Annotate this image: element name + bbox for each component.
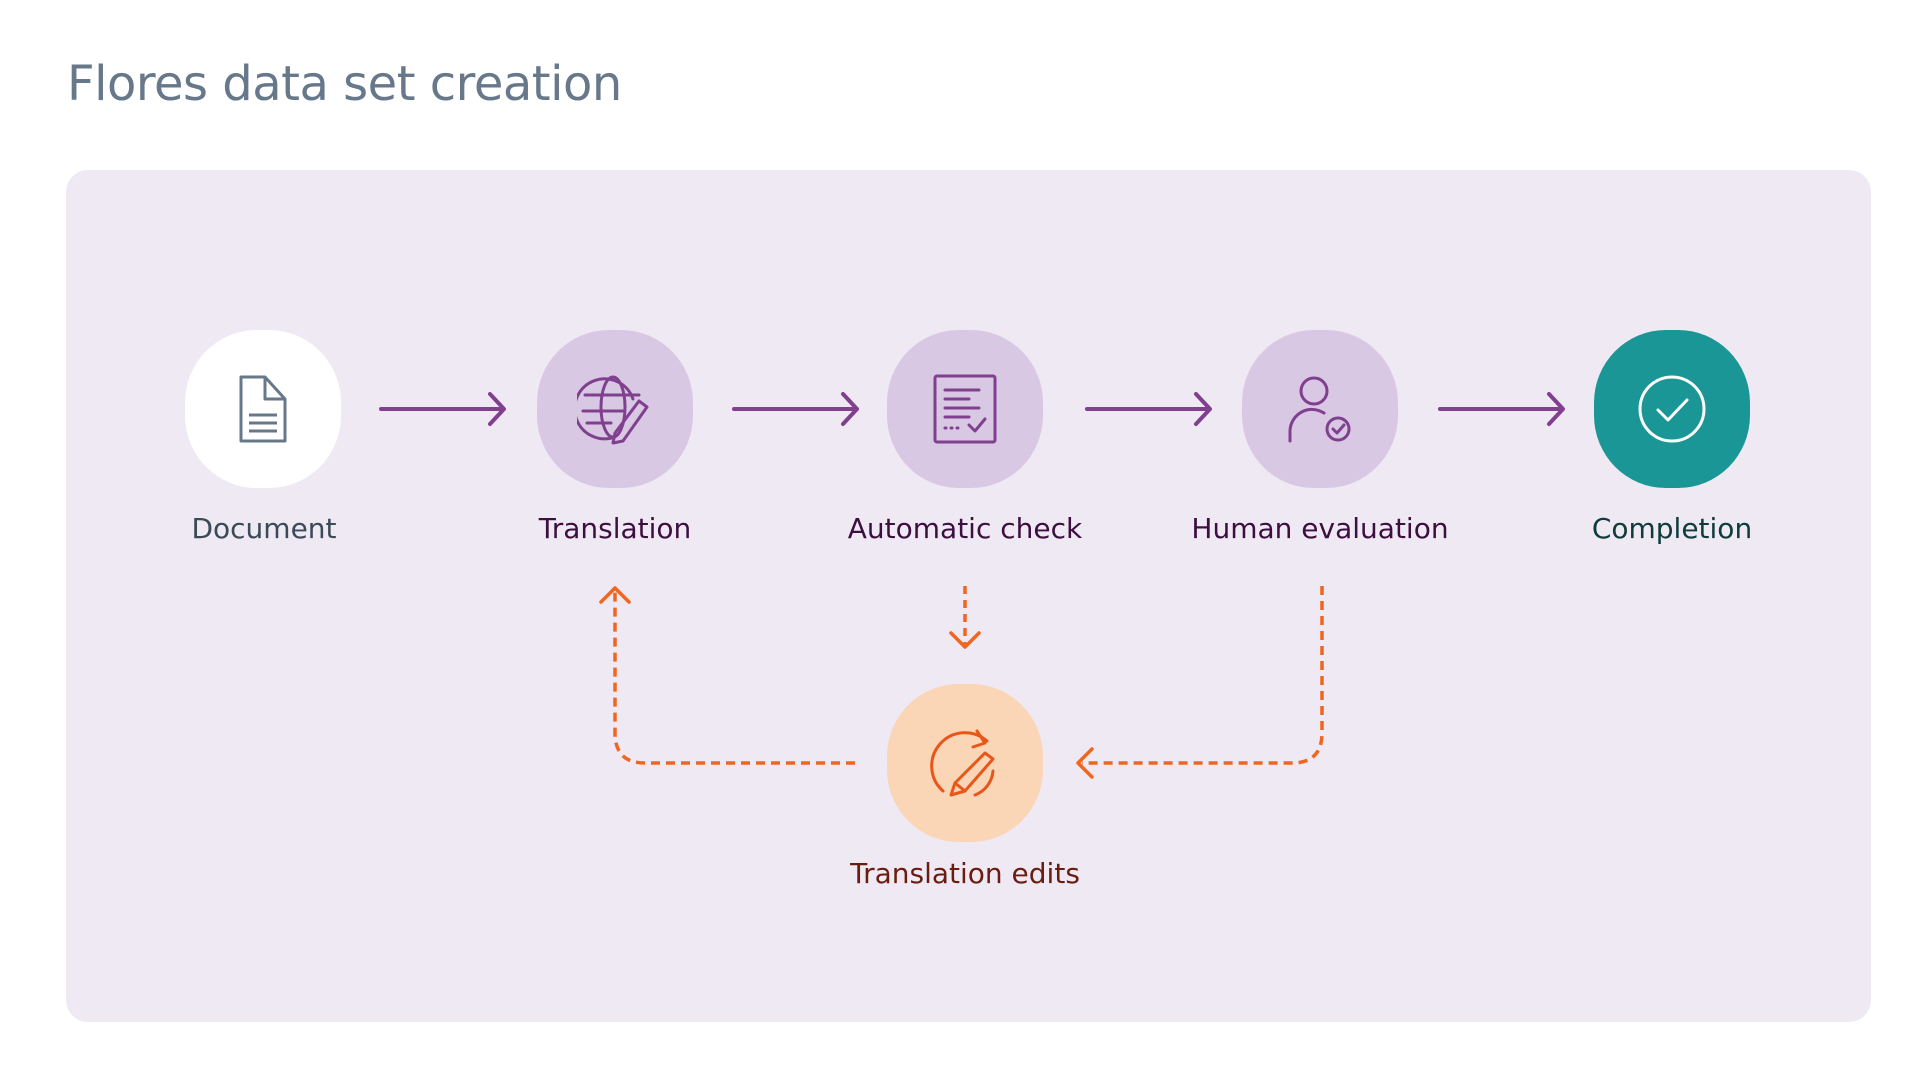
- step-label: Automatic check: [847, 512, 1083, 545]
- step-automatic-check-node: [887, 330, 1043, 488]
- step-document-node: [185, 330, 341, 488]
- step-label: Human evaluation: [1191, 512, 1449, 545]
- user-check-icon: [1288, 376, 1351, 443]
- step-translation-node: [537, 330, 693, 488]
- dashed-arrow-check-to-edits: [949, 586, 981, 649]
- step-human-evaluation-node: [1242, 330, 1398, 488]
- step-label: Translation: [538, 512, 692, 545]
- arrow-check-human: [1085, 392, 1212, 426]
- globe-pencil-icon: [577, 375, 649, 445]
- checklist-icon: [933, 374, 997, 444]
- step-label: Document: [191, 512, 337, 545]
- dashed-arrow-human-to-edits: [1076, 586, 1324, 779]
- arrow-translation-check: [732, 392, 859, 426]
- step-label: Completion: [1591, 512, 1753, 545]
- step-completion-node: [1594, 330, 1750, 488]
- arrow-document-translation: [379, 392, 506, 426]
- check-circle-icon: [1638, 375, 1706, 443]
- dashed-arrow-edits-to-translation: [599, 586, 855, 765]
- refresh-pencil-icon: [930, 729, 995, 797]
- diagram-panel: [66, 170, 1871, 1022]
- translation-edits-node: [887, 684, 1043, 842]
- feedback-label: Translation edits: [850, 857, 1080, 890]
- page-title: Flores data set creation: [67, 56, 622, 112]
- arrow-human-completion: [1438, 392, 1565, 426]
- document-icon: [239, 375, 287, 443]
